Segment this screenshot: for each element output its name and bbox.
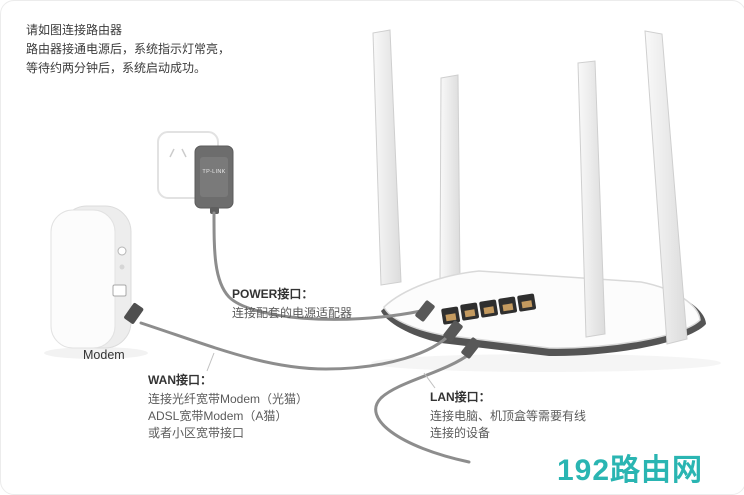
lan-leader-line bbox=[423, 372, 436, 389]
watermark-192: 192路由网 bbox=[557, 454, 704, 487]
power-adapter-assembly: TP-LINK bbox=[157, 131, 234, 214]
router-shadow bbox=[371, 354, 721, 372]
power-callout-desc: 连接配套的电源适配器 bbox=[232, 306, 353, 320]
rj45-connector-icon bbox=[461, 337, 481, 359]
wan-callout-title: WAN接口： bbox=[148, 373, 212, 387]
modem-device bbox=[50, 205, 144, 349]
router-antennas-right bbox=[577, 30, 688, 345]
modem-shadow bbox=[44, 347, 148, 359]
leader-lines bbox=[206, 352, 436, 389]
modem-led bbox=[119, 264, 125, 270]
adapter-brand-text: TP-LINK bbox=[202, 169, 225, 175]
socket-slot bbox=[169, 148, 175, 158]
rj45-connector-icon bbox=[124, 302, 144, 324]
intro-line: 路由器接通电源后，系统指示灯常亮， bbox=[26, 42, 231, 56]
router-antennas-left bbox=[372, 29, 461, 286]
wan-callout-line: ADSL宽带Modem（A猫） bbox=[148, 409, 288, 423]
wan-port-callout: WAN接口： 连接光纤宽带Modem（光猫） ADSL宽带Modem（A猫） 或… bbox=[148, 372, 308, 442]
router-top-face bbox=[383, 270, 701, 349]
rj45-connector-icon bbox=[415, 300, 435, 322]
modem-button bbox=[117, 246, 127, 256]
antenna-icon bbox=[577, 60, 606, 338]
power-port-callout: POWER接口： 连接配套的电源适配器 bbox=[232, 286, 352, 322]
adapter-label-area bbox=[200, 157, 228, 197]
modem-label: Modem bbox=[83, 348, 125, 362]
rj45-connector-icon bbox=[443, 320, 463, 342]
wan-callout-line: 连接光纤宽带Modem（光猫） bbox=[148, 392, 309, 406]
modem-wan-port bbox=[112, 284, 127, 297]
power-callout-title: POWER接口： bbox=[232, 287, 314, 301]
wan-cable bbox=[139, 321, 453, 371]
wan-leader-line bbox=[206, 352, 215, 372]
intro-text: 请如图连接路由器 路由器接通电源后，系统指示灯常亮， 等待约两分钟后，系统启动成… bbox=[26, 21, 230, 78]
lan-callout-line: 连接的设备 bbox=[430, 426, 491, 440]
router-ports bbox=[441, 293, 537, 325]
antenna-icon bbox=[644, 30, 688, 345]
router-plugs bbox=[415, 300, 481, 359]
lan-port-callout: LAN接口： 连接电脑、机顶盒等需要有线 连接的设备 bbox=[430, 389, 586, 442]
socket-slot bbox=[181, 148, 187, 158]
modem-front bbox=[50, 209, 116, 349]
wan-callout-line: 或者小区宽带接口 bbox=[148, 426, 245, 440]
lan-cable bbox=[374, 351, 473, 464]
power-cable bbox=[212, 211, 423, 321]
lan-callout-line: 连接电脑、机顶盒等需要有线 bbox=[430, 409, 587, 423]
antenna-icon bbox=[439, 74, 461, 282]
lan-callout-title: LAN接口： bbox=[430, 390, 491, 404]
router-device bbox=[381, 270, 706, 357]
cables bbox=[139, 211, 473, 464]
intro-line: 等待约两分钟后，系统启动成功。 bbox=[26, 61, 207, 75]
antenna-icon bbox=[372, 29, 402, 286]
intro-line: 请如图连接路由器 bbox=[26, 23, 123, 37]
adapter-cord-nub bbox=[210, 207, 219, 214]
